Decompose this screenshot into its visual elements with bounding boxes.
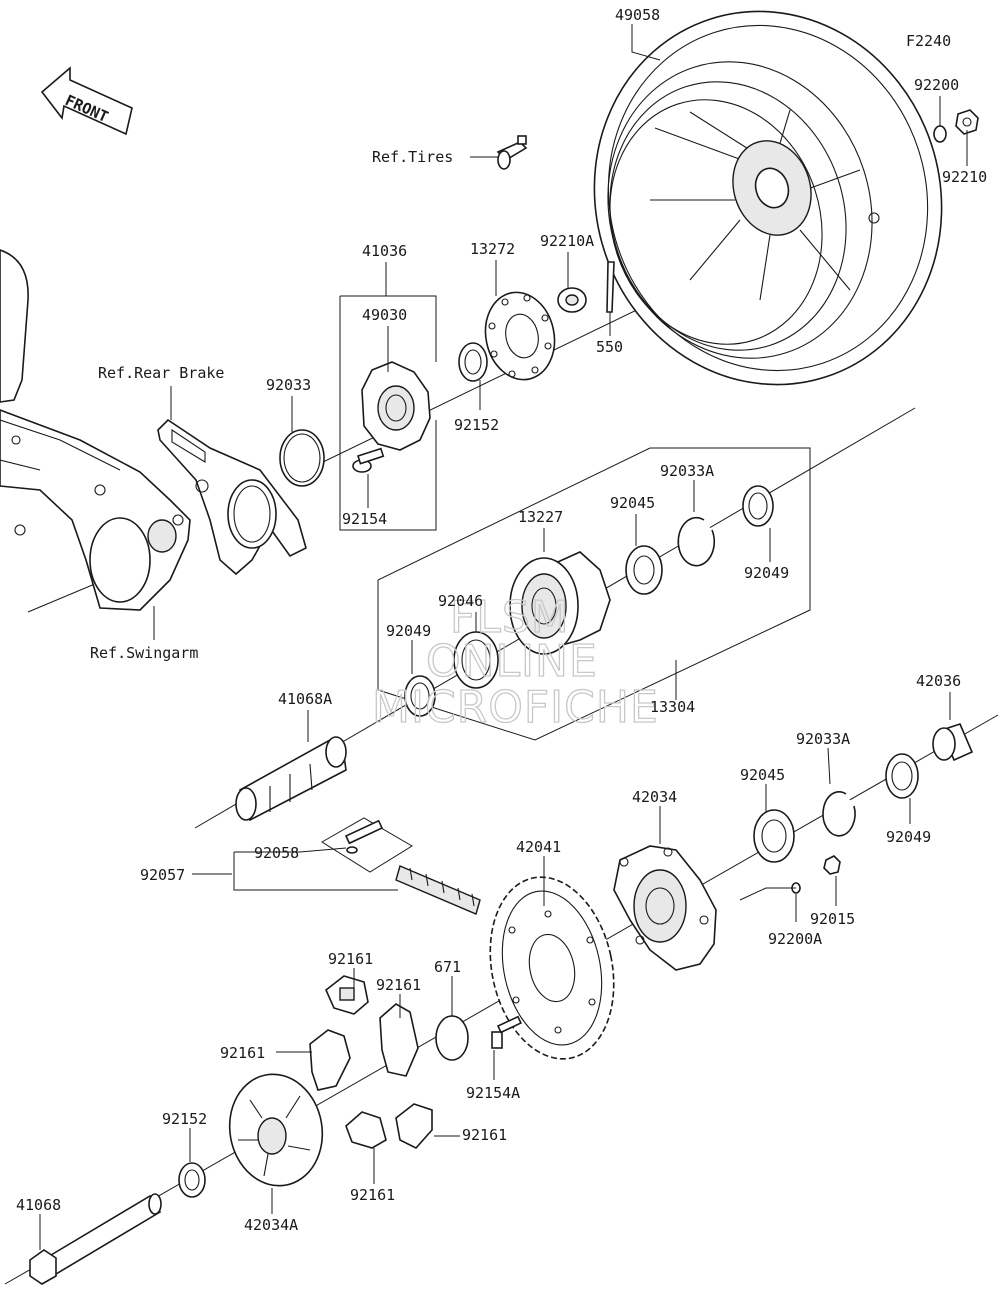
hub-assy-13304-box xyxy=(377,447,811,741)
oil-seal-92152-upper xyxy=(458,342,488,382)
bracket-41036-group-box xyxy=(339,295,437,531)
watermark-line-3: MICROFICHE xyxy=(372,682,659,733)
tire-valve xyxy=(496,135,528,170)
oil-seal-92049-lower xyxy=(885,753,919,799)
label-92049-left: 92049 xyxy=(386,622,431,640)
label-92015: 92015 xyxy=(810,910,855,928)
washer-92200 xyxy=(933,125,947,143)
label-92058: 92058 xyxy=(254,844,299,862)
label-92033A-upper: 92033A xyxy=(660,462,714,480)
label-92200: 92200 xyxy=(914,76,959,94)
sprocket-carrier-42034 xyxy=(613,845,717,971)
label-41068A: 41068A xyxy=(278,690,332,708)
drive-chain-92057 xyxy=(395,865,481,915)
label-13272: 13272 xyxy=(470,240,515,258)
damper-92161-left xyxy=(309,1029,351,1091)
damper-92161-lower-left xyxy=(345,1111,387,1149)
damper-92161-center xyxy=(379,1003,419,1077)
watermark-line-2: ONLINE xyxy=(426,636,598,687)
label-92154A: 92154A xyxy=(466,1084,520,1102)
label-92200A: 92200A xyxy=(768,930,822,948)
label-92152-upper: 92152 xyxy=(454,416,499,434)
label-41068: 41068 xyxy=(16,1196,61,1214)
label-92161-lower-left: 92161 xyxy=(350,1186,395,1204)
label-42034A: 42034A xyxy=(244,1216,298,1234)
label-49058: 49058 xyxy=(615,6,660,24)
label-92033A-lower: 92033A xyxy=(796,730,850,748)
label-92049-upper-right: 92049 xyxy=(744,564,789,582)
label-ref-rear-brake: Ref.Rear Brake xyxy=(98,364,224,382)
coupling-42034A xyxy=(228,1073,324,1187)
label-92049-lower: 92049 xyxy=(886,828,931,846)
label-13227: 13227 xyxy=(518,508,563,526)
label-figure-code: F2240 xyxy=(906,32,951,50)
label-92161-left: 92161 xyxy=(220,1044,265,1062)
label-92046: 92046 xyxy=(438,592,483,610)
leader-lines xyxy=(39,24,968,1250)
label-42041: 42041 xyxy=(516,838,561,856)
label-92210A: 92210A xyxy=(540,232,594,250)
collar-42036 xyxy=(932,723,974,762)
bearing-92045-lower xyxy=(753,809,795,863)
needle-bearing-92046 xyxy=(453,631,499,689)
rear-wheel-rim xyxy=(593,10,943,386)
circlip-92033 xyxy=(279,429,325,487)
cotter-pin-550 xyxy=(606,261,615,313)
label-92152-lower: 92152 xyxy=(162,1110,207,1128)
watermark-line-1: FLSM xyxy=(450,592,570,643)
oil-seal-92049-left xyxy=(404,675,436,717)
nut-92015 xyxy=(823,855,841,875)
label-92033: 92033 xyxy=(266,376,311,394)
damper-92161-lower-right xyxy=(395,1103,433,1149)
rear-brake-bracket xyxy=(157,418,307,576)
axle-sleeve-41068A xyxy=(235,736,347,822)
circlip-92033A-upper xyxy=(677,516,716,567)
label-ref-tires: Ref.Tires xyxy=(372,148,453,166)
oil-seal-92049-upper-right xyxy=(742,485,774,527)
label-550: 550 xyxy=(596,338,623,356)
swingarm xyxy=(0,249,191,611)
label-ref-swingarm: Ref.Swingarm xyxy=(90,644,198,662)
circlip-92033A-lower xyxy=(822,791,856,837)
castle-nut-92210A xyxy=(557,287,587,313)
bearing-92045-upper xyxy=(625,545,663,595)
rear-sprocket-42041 xyxy=(489,876,615,1060)
label-92057: 92057 xyxy=(140,866,185,884)
label-49030: 49030 xyxy=(362,306,407,324)
label-92161-center: 92161 xyxy=(376,976,421,994)
label-92045-upper: 92045 xyxy=(610,494,655,512)
nut-92210 xyxy=(955,109,979,135)
label-92154: 92154 xyxy=(342,510,387,528)
o-ring-671 xyxy=(435,1015,469,1061)
label-41036: 41036 xyxy=(362,242,407,260)
collar-13272 xyxy=(484,291,556,381)
bolt-92154 xyxy=(352,447,385,473)
coupling-hub-13227 xyxy=(509,551,611,655)
damper-92161-top xyxy=(325,975,369,1015)
hub-49030 xyxy=(361,361,431,451)
label-92210: 92210 xyxy=(942,168,987,186)
label-92161-top: 92161 xyxy=(328,950,373,968)
master-link-92058 xyxy=(321,817,413,873)
front-arrow-icon: FRONT xyxy=(40,66,133,136)
rear-axle-41068 xyxy=(29,1193,162,1285)
oil-seal-92152-lower xyxy=(178,1162,206,1198)
label-42034: 42034 xyxy=(632,788,677,806)
label-92161-lower-right: 92161 xyxy=(462,1126,507,1144)
label-92045-lower: 92045 xyxy=(740,766,785,784)
label-13304: 13304 xyxy=(650,698,695,716)
bolt-92154A xyxy=(491,1015,522,1049)
label-671: 671 xyxy=(434,958,461,976)
label-42036: 42036 xyxy=(916,672,961,690)
